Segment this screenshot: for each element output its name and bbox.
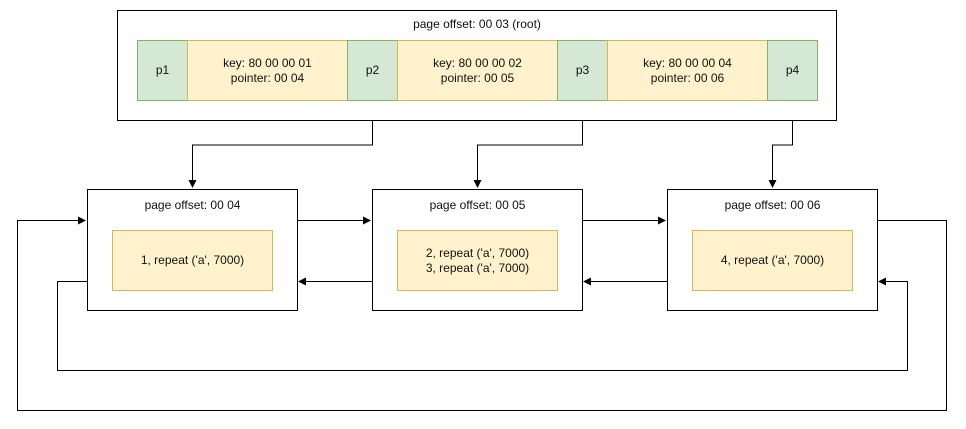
key-value: key: 80 00 00 02 [433,55,522,70]
edge-p2-to-page-04 [188,101,373,188]
key-cell-3: key: 80 00 00 04 pointer: 00 06 [607,40,768,101]
pointer-cell-p2: p2 [347,40,398,101]
edge-p4-to-page-06 [768,101,793,188]
pointer-cell-p1: p1 [137,40,188,101]
key-cell-2: key: 80 00 00 02 pointer: 00 05 [397,40,558,101]
record-box-05: 2, repeat ('a', 7000) 3, repeat ('a', 70… [397,230,558,291]
pointer-label: p4 [785,63,800,77]
pointer-value: pointer: 00 06 [650,70,725,85]
record-line: 1, repeat ('a', 7000) [140,253,245,267]
pointer-value: pointer: 00 04 [230,70,305,85]
record-box-06: 4, repeat ('a', 7000) [692,230,853,291]
pointer-cell-p3: p3 [557,40,608,101]
leaf-page-title: page offset: 00 04 [144,198,241,212]
record-box-04: 1, repeat ('a', 7000) [112,230,273,291]
pointer-label: p2 [365,63,380,77]
leaf-page-title: page offset: 00 06 [724,198,821,212]
pointer-label: p1 [155,63,170,77]
record-line: 4, repeat ('a', 7000) [720,253,825,267]
pointer-value: pointer: 00 05 [440,70,515,85]
pointer-cell-p4: p4 [767,40,818,101]
edge-wrap-06-to-04 [17,216,947,411]
key-value: key: 80 00 00 01 [223,55,312,70]
record-line: 3, repeat ('a', 7000) [425,260,530,275]
key-cell-1: key: 80 00 00 01 pointer: 00 04 [187,40,348,101]
root-page-title: page offset: 00 03 (root) [413,17,541,31]
edge-wrap-04-to-06 [57,277,908,371]
edge-p3-to-page-05 [473,101,583,188]
leaf-page-title: page offset: 00 05 [429,198,526,212]
pointer-label: p3 [575,63,590,77]
key-value: key: 80 00 00 04 [643,55,732,70]
record-line: 2, repeat ('a', 7000) [425,245,530,260]
